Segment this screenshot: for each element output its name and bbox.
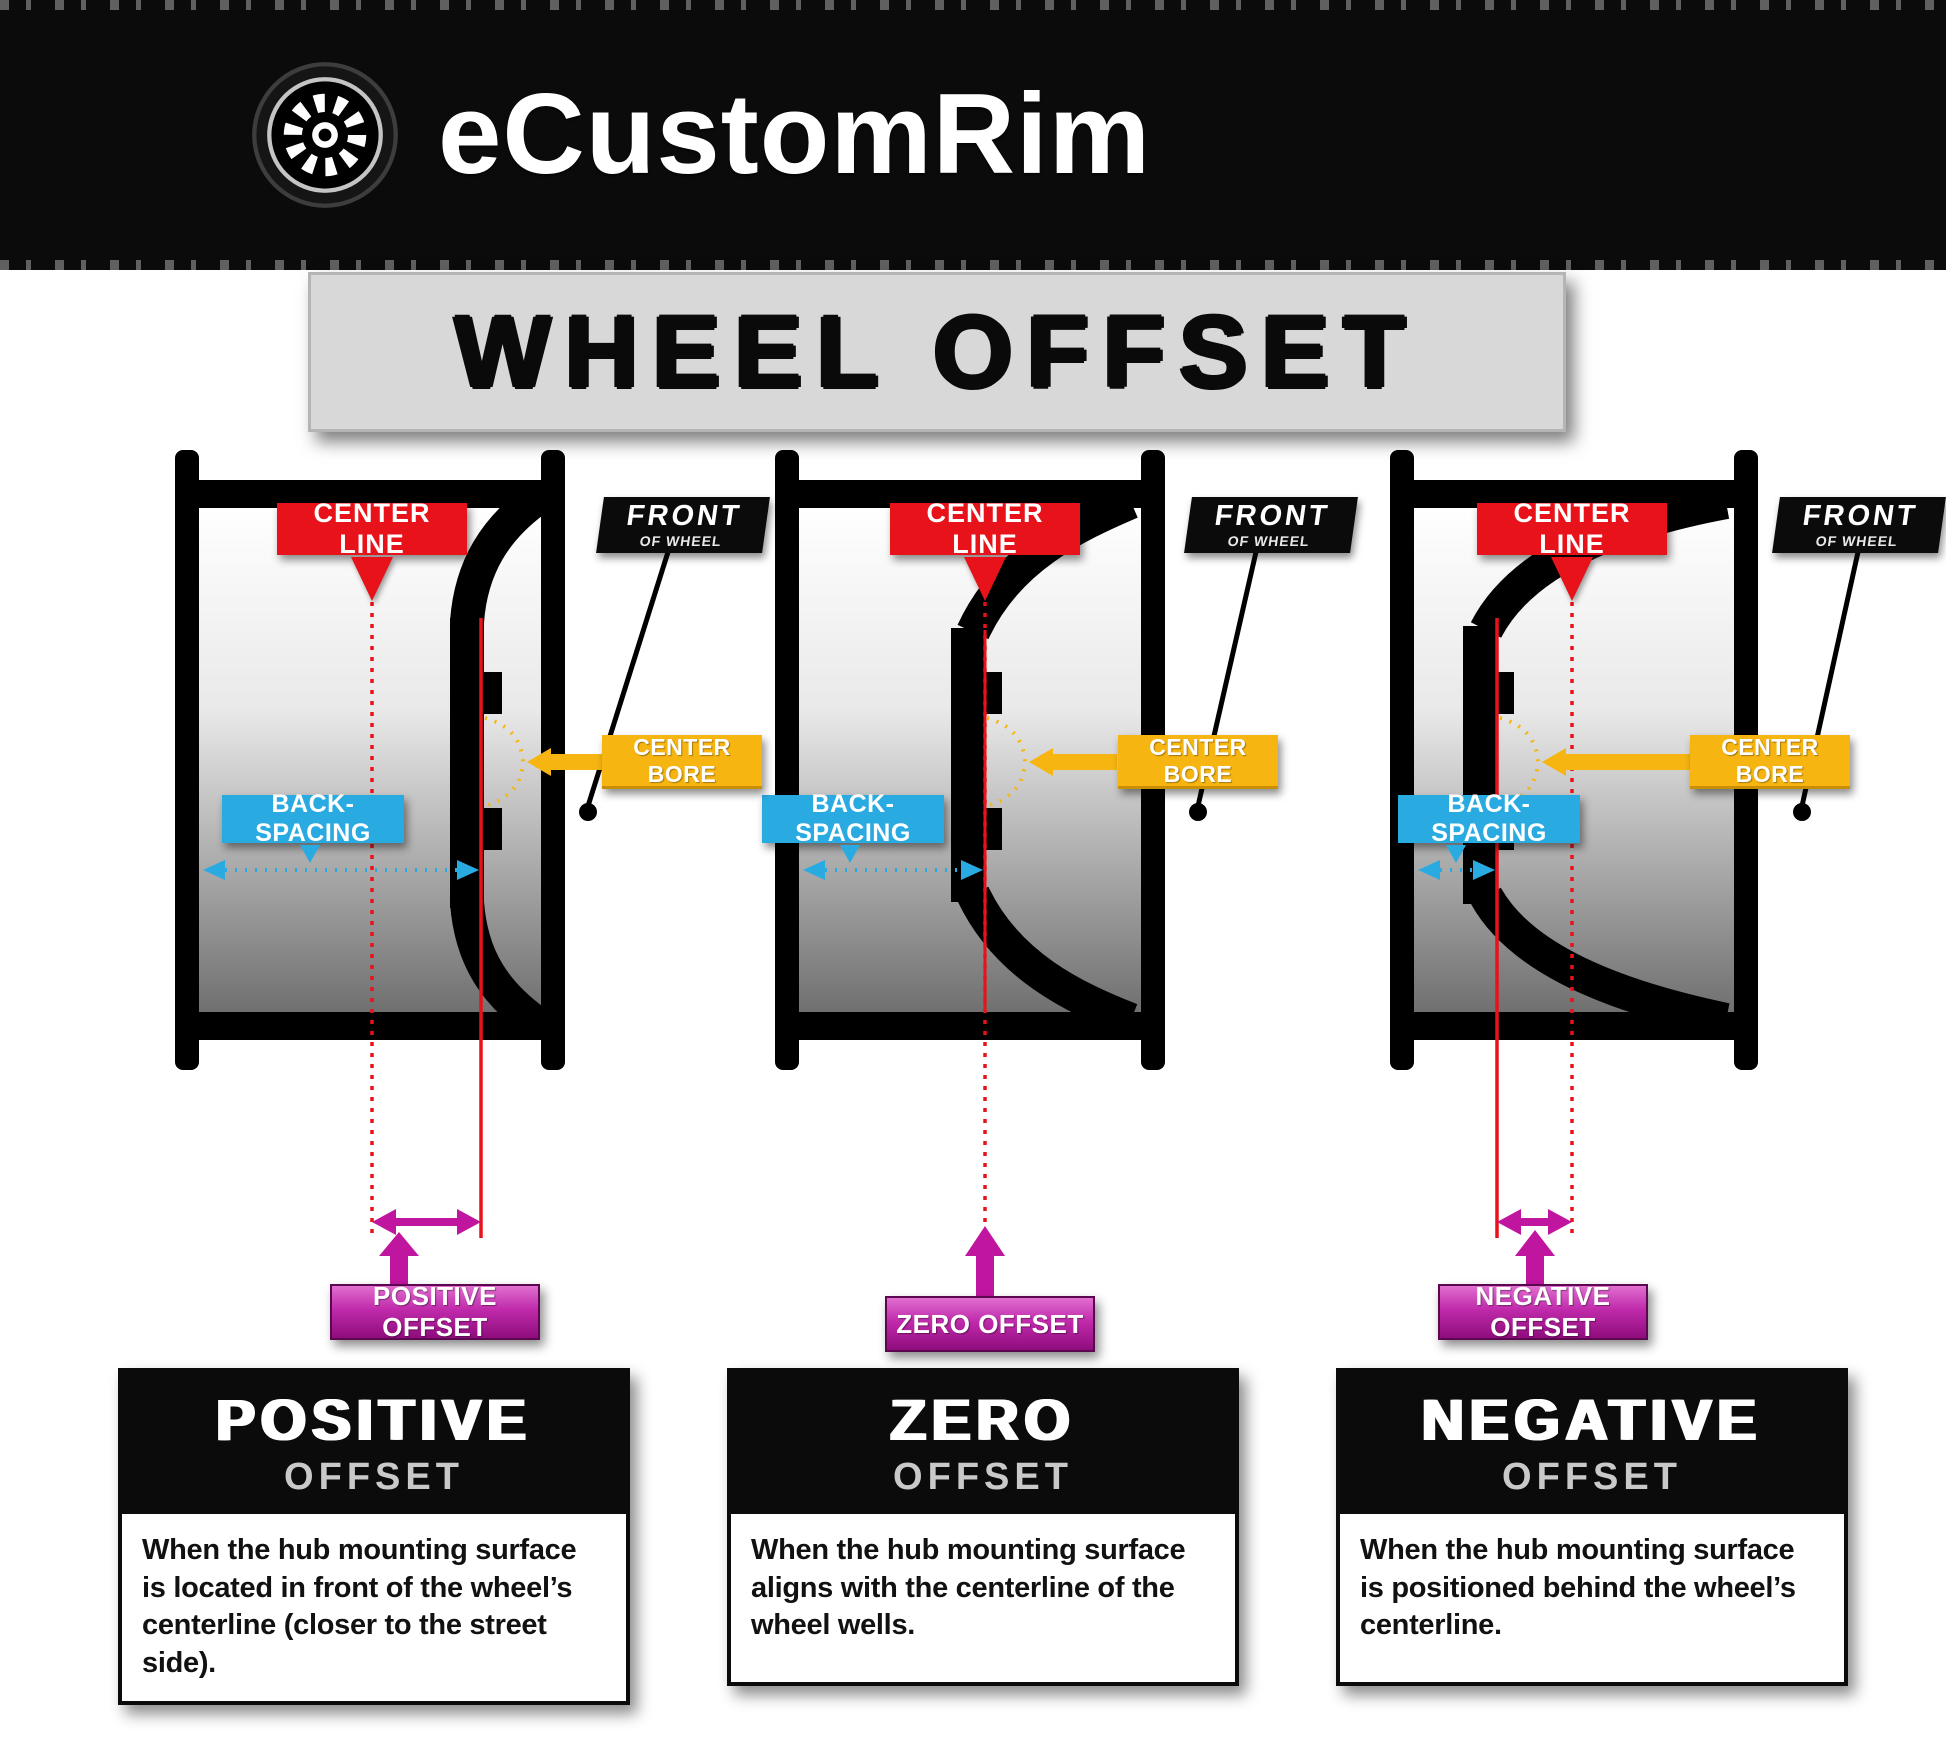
offset-card-positive: POSITIVE OFFSET When the hub mounting su… bbox=[118, 1368, 630, 1705]
banner-title: WHEEL OFFSET bbox=[454, 294, 1420, 409]
card-subtitle: OFFSET bbox=[284, 1456, 464, 1498]
front-label-text: FRONT bbox=[624, 500, 744, 532]
wheel-cross-section-positive bbox=[175, 450, 605, 1286]
center-line-label-negative: CENTER LINE bbox=[1477, 498, 1667, 559]
card-subtitle: OFFSET bbox=[1502, 1456, 1682, 1498]
center-bore-label-zero: CENTER BORE bbox=[1118, 734, 1278, 789]
offset-label-negative: NEGATIVE OFFSET bbox=[1438, 1281, 1648, 1342]
front-label-text: FRONT bbox=[1212, 500, 1332, 532]
front-label-subtext: OF WHEEL bbox=[1814, 533, 1899, 549]
back-spacing-label-positive: BACK-SPACING bbox=[222, 790, 404, 847]
front-label-text: FRONT bbox=[1800, 500, 1920, 532]
card-header: NEGATIVE OFFSET bbox=[1340, 1372, 1844, 1514]
back-spacing-label-zero: BACK-SPACING bbox=[762, 790, 944, 847]
card-title: POSITIVE bbox=[216, 1388, 532, 1453]
back-spacing-pointer-positive bbox=[300, 845, 320, 863]
center-line-arrow-zero bbox=[964, 557, 1006, 601]
offset-card-zero: ZERO OFFSET When the hub mounting surfac… bbox=[727, 1368, 1239, 1686]
brand-name: eCustomRim bbox=[438, 71, 1152, 198]
center-line-arrow-negative bbox=[1551, 557, 1593, 601]
front-of-wheel-label-zero: FRONT OF WHEEL bbox=[1184, 497, 1358, 553]
center-line-arrow-positive bbox=[351, 557, 393, 601]
front-label-subtext: OF WHEEL bbox=[1226, 533, 1311, 549]
front-of-wheel-label-positive: FRONT OF WHEEL bbox=[596, 497, 770, 553]
offset-label-positive: POSITIVE OFFSET bbox=[330, 1281, 540, 1342]
header-bar: eCustomRim bbox=[0, 0, 1946, 270]
card-header: ZERO OFFSET bbox=[731, 1372, 1235, 1514]
center-line-label-zero: CENTER LINE bbox=[890, 498, 1080, 559]
back-spacing-pointer-zero bbox=[840, 845, 860, 863]
back-spacing-pointer-negative bbox=[1446, 845, 1466, 863]
offset-label-zero: ZERO OFFSET bbox=[885, 1296, 1095, 1352]
front-label-subtext: OF WHEEL bbox=[638, 533, 723, 549]
card-title: NEGATIVE bbox=[1421, 1388, 1763, 1453]
center-line-label-positive: CENTER LINE bbox=[277, 498, 467, 559]
center-bore-label-negative: CENTER BORE bbox=[1690, 734, 1850, 789]
offset-card-negative: NEGATIVE OFFSET When the hub mounting su… bbox=[1336, 1368, 1848, 1686]
card-title: ZERO bbox=[890, 1388, 1076, 1453]
card-subtitle: OFFSET bbox=[893, 1456, 1073, 1498]
card-description: When the hub mounting surface aligns wit… bbox=[751, 1534, 1186, 1642]
back-spacing-label-negative: BACK-SPACING bbox=[1398, 790, 1580, 847]
title-banner: WHEEL OFFSET bbox=[308, 272, 1566, 432]
wheel-icon bbox=[252, 62, 398, 208]
card-description: When the hub mounting surface is positio… bbox=[1360, 1534, 1796, 1642]
card-description: When the hub mounting surface is located… bbox=[142, 1534, 577, 1680]
card-header: POSITIVE OFFSET bbox=[122, 1372, 626, 1514]
center-bore-label-positive: CENTER BORE bbox=[602, 734, 762, 789]
front-of-wheel-label-negative: FRONT OF WHEEL bbox=[1772, 497, 1946, 553]
